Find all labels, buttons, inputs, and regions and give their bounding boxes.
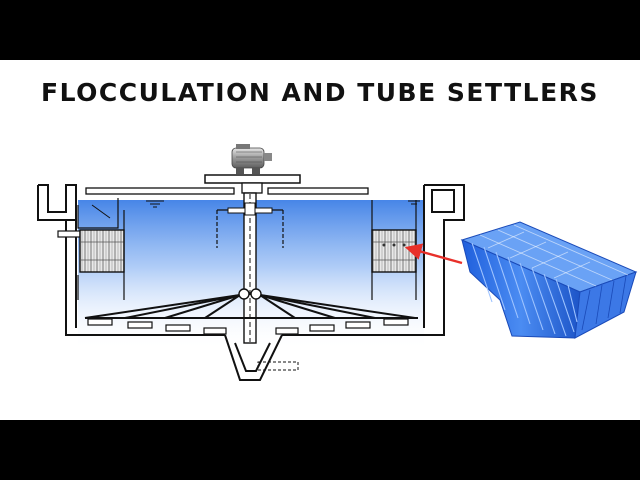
right-launder	[431, 189, 455, 213]
sludge-outlet-pipe	[257, 361, 299, 371]
drive-platform	[204, 174, 301, 184]
scraper-blades	[87, 318, 409, 335]
right-tube-settler	[371, 229, 417, 273]
diagram-canvas: FLOCCULATION AND TUBE SETTLERS	[0, 60, 640, 420]
left-tube-settler	[79, 229, 125, 273]
scum-baffle	[77, 198, 119, 229]
page-title: FLOCCULATION AND TUBE SETTLERS	[41, 78, 599, 107]
bridge-walkway	[85, 187, 235, 195]
sludge-hopper	[224, 334, 283, 381]
scraper-arms	[84, 288, 418, 319]
left-outer-wall	[38, 184, 77, 300]
clarifier-diagram	[37, 144, 638, 381]
right-outer-wall	[282, 184, 465, 336]
left-inner-wall	[65, 220, 225, 336]
tube-settler-media-icon	[460, 221, 638, 339]
motor-icon	[231, 144, 272, 174]
flocculation-well	[216, 210, 284, 248]
inlet-pipe	[57, 230, 81, 238]
pointer-arrow	[404, 243, 463, 265]
